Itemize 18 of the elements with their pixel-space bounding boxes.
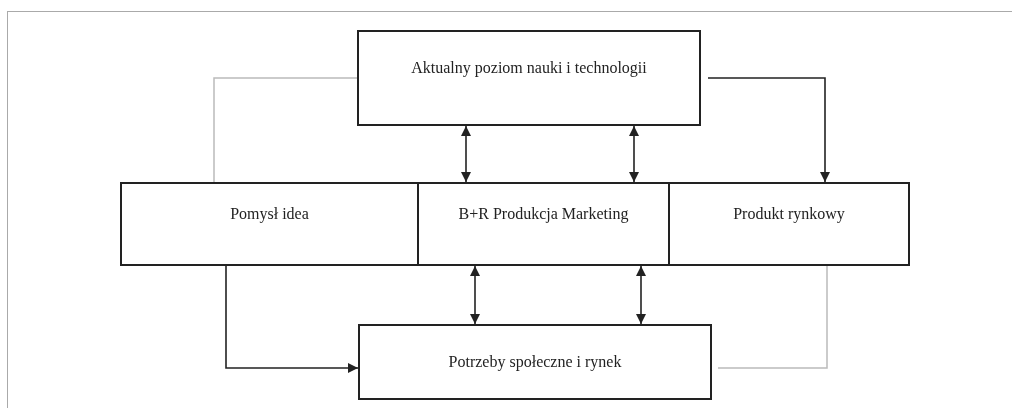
connector-line	[717, 265, 828, 369]
arrow	[470, 265, 480, 325]
arrow	[225, 265, 359, 373]
arrow	[629, 125, 639, 183]
process-box	[668, 182, 910, 266]
process-box	[358, 324, 712, 400]
box-label: Aktualny poziom nauki i technologii	[411, 59, 647, 77]
box-label: B+R Produkcja Marketing	[458, 205, 629, 223]
arrow	[636, 265, 646, 325]
connector-line	[213, 77, 358, 183]
arrow	[461, 125, 471, 183]
box-label: Produkt rynkowy	[733, 205, 845, 223]
process-box	[357, 30, 701, 126]
arrow	[707, 77, 830, 183]
process-box	[417, 182, 670, 266]
box-label: Potrzeby społeczne i rynek	[448, 353, 622, 371]
box-label: Pomysł idea	[230, 205, 309, 223]
process-box	[120, 182, 419, 266]
